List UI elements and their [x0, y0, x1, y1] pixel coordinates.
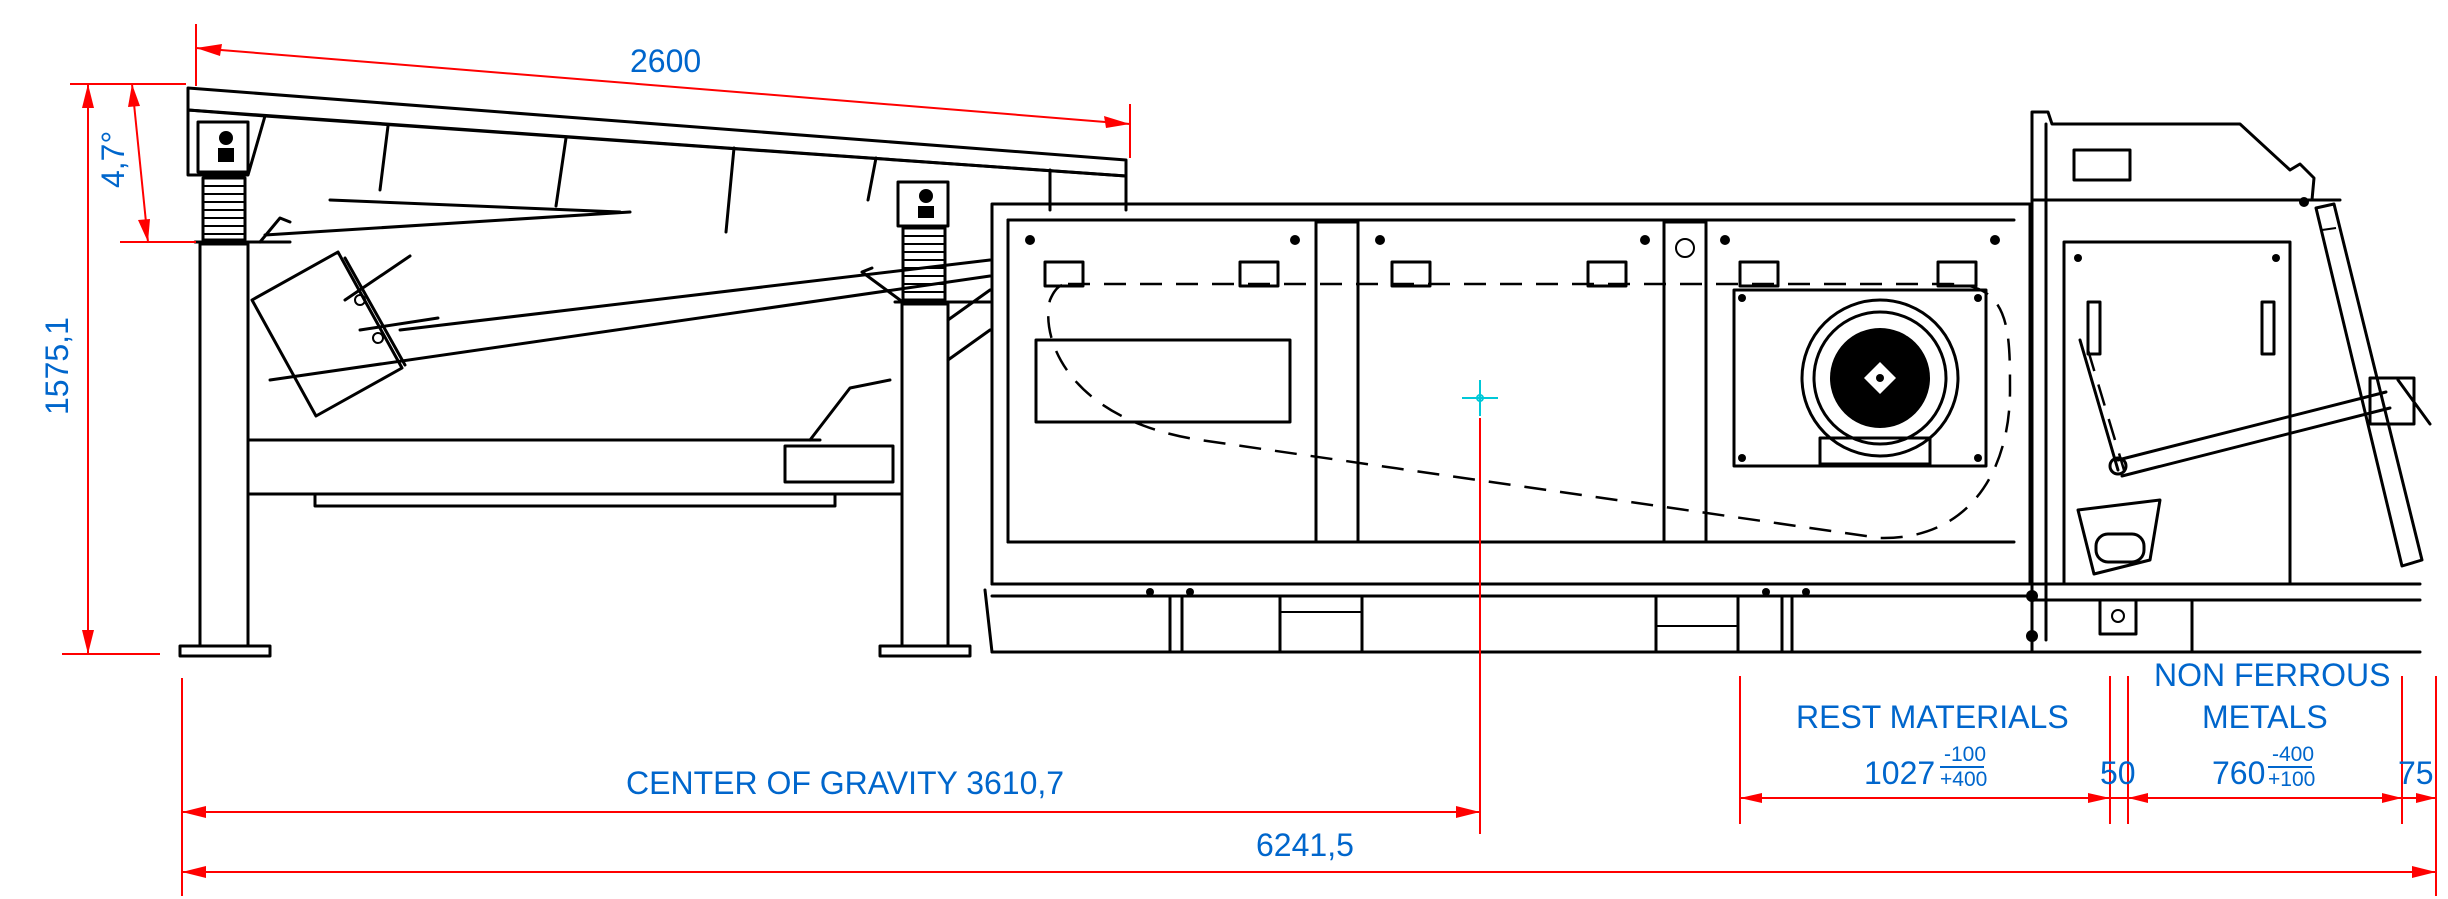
discharge-housing: [2026, 110, 2432, 654]
dim-total-height-label: 1575,1: [39, 317, 75, 415]
dim-outlets: [1739, 676, 2436, 824]
non-ferrous-value: 760: [2212, 755, 2265, 791]
end-offset-value: 75: [2398, 755, 2434, 791]
non-ferrous-label-line1: NON FERROUS: [2154, 657, 2390, 693]
rest-materials-label: REST MATERIALS: [1796, 699, 2069, 735]
dim-screen-angle-label: 4,7°: [95, 131, 131, 188]
dim-center-of-gravity-label: CENTER OF GRAVITY 3610,7: [626, 765, 1064, 801]
machine-outline: [178, 86, 2432, 658]
dim-screen-angle: [120, 83, 196, 243]
feeder-base-frame: [246, 378, 902, 508]
dim-total-height: [62, 83, 186, 655]
dim-screen-length: [195, 24, 1131, 158]
vibrator-motor: [250, 250, 440, 418]
dim-total-length-label: 6241,5: [1256, 827, 1354, 863]
rest-materials-tolerance-upper: -100: [1944, 743, 1986, 766]
housing-base: [983, 588, 2422, 654]
non-ferrous-tolerance-upper: -400: [2272, 743, 2314, 766]
vibrating-feeder: [186, 86, 1128, 382]
right-support: [860, 180, 992, 658]
separator-housing: [990, 202, 2032, 586]
dim-center-of-gravity: [182, 418, 1481, 834]
left-support: [178, 120, 292, 658]
gap-value: 50: [2100, 755, 2136, 791]
conveyor-belt-path: [1046, 282, 2012, 540]
dim-total-length: [182, 676, 2437, 896]
dimensions: 2600 4,7° 1575,1 CENTER OF GRAV: [39, 24, 2437, 896]
dim-screen-length-label: 2600: [630, 43, 701, 79]
rest-materials-tolerance-lower: +400: [1940, 768, 1987, 791]
non-ferrous-label-line2: METALS: [2202, 699, 2328, 735]
center-of-gravity-marker: [1462, 380, 1498, 416]
rest-materials-value: 1027: [1864, 755, 1935, 791]
non-ferrous-tolerance-lower: +100: [2268, 768, 2315, 791]
